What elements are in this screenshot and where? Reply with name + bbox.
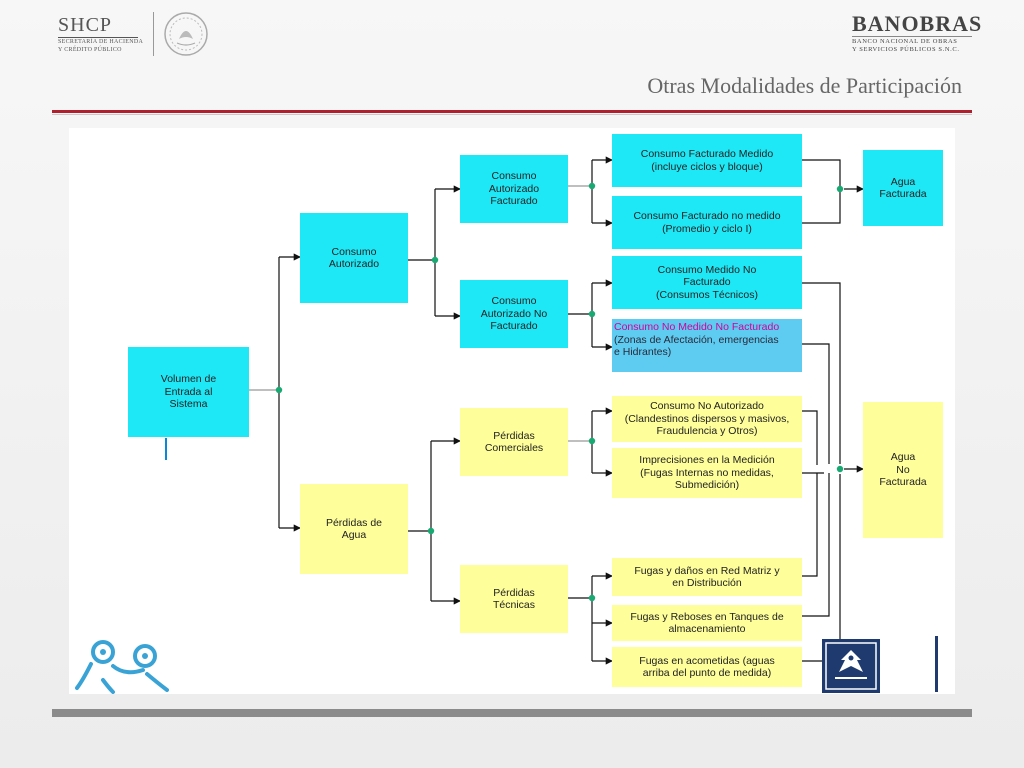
node-agua-no-facturada: Agua No Facturada	[863, 402, 943, 538]
header-divider	[153, 12, 154, 56]
node-consumo-facturado-medido: Consumo Facturado Medido (incluye ciclos…	[612, 134, 802, 187]
coat-of-arms-icon	[822, 639, 880, 693]
shcp-logo-text: SHCP	[58, 14, 113, 36]
junction-dots	[275, 182, 844, 602]
header: SHCP SECRETARÍA DE HACIENDA Y CRÉDITO PÚ…	[0, 0, 1024, 120]
volumen-tail-line	[165, 438, 167, 460]
node-perdidas-tecnicas: Pérdidas Técnicas	[460, 565, 568, 633]
diagram-connectors	[249, 156, 864, 665]
node-consumo-autorizado-facturado: Consumo Autorizado Facturado	[460, 155, 568, 223]
shcp-subtitle-line-2: Y CRÉDITO PÚBLICO	[58, 47, 122, 53]
crest-side-bar	[935, 636, 938, 692]
banobras-subtitle-line-2: Y SERVICIOS PÚBLICOS S.N.C.	[852, 46, 960, 53]
mexico-seal-icon	[164, 12, 208, 56]
shcp-logo-subtitle: SECRETARÍA DE HACIENDA Y CRÉDITO PÚBLICO	[58, 38, 148, 54]
shcp-subtitle-line-1: SECRETARÍA DE HACIENDA	[58, 39, 144, 45]
title-accent-rule	[52, 110, 972, 113]
banobras-logo-text: BANOBRAS	[852, 11, 983, 36]
footer-bar	[52, 709, 972, 717]
node-volumen-entrada: Volumen de Entrada al Sistema	[128, 347, 249, 437]
consumo-no-medido-detail: (Zonas de Afectación, emergencias e Hidr…	[614, 333, 779, 359]
node-perdidas-comerciales: Pérdidas Comerciales	[460, 408, 568, 476]
title-underline	[52, 114, 972, 115]
node-fugas-tanques: Fugas y Reboses en Tanques de almacenami…	[612, 605, 802, 641]
page-title: Otras Modalidades de Participación	[647, 73, 962, 98]
banobras-subtitle-line-1: BANCO NACIONAL DE OBRAS	[852, 38, 958, 45]
node-fugas-red-matriz: Fugas y daños en Red Matriz y en Distrib…	[612, 558, 802, 596]
water-balance-diagram: Volumen de Entrada al Sistema Consumo Au…	[69, 128, 955, 694]
node-imprecisiones-medicion: Imprecisiones en la Medición (Fugas Inte…	[612, 448, 802, 498]
frog-logo-icon	[75, 640, 169, 694]
shcp-logo-rule	[58, 37, 138, 38]
banobras-logo-rule	[852, 36, 972, 37]
node-consumo-facturado-no-medido: Consumo Facturado no medido (Promedio y …	[612, 196, 802, 249]
banobras-logo-subtitle: BANCO NACIONAL DE OBRAS Y SERVICIOS PÚBL…	[852, 38, 982, 54]
node-consumo-no-medido-no-facturado: Consumo No Medido No Facturado (Zonas de…	[612, 319, 802, 372]
node-consumo-autorizado: Consumo Autorizado	[300, 213, 408, 303]
node-consumo-autorizado-no-facturado: Consumo Autorizado No Facturado	[460, 280, 568, 348]
consumo-no-medido-title: Consumo No Medido No Facturado	[614, 321, 780, 333]
node-fugas-acometidas: Fugas en acometidas (aguas arriba del pu…	[612, 647, 802, 687]
node-perdidas-agua: Pérdidas de Agua	[300, 484, 408, 574]
node-consumo-no-autorizado: Consumo No Autorizado (Clandestinos disp…	[612, 396, 802, 442]
node-consumo-medido-no-facturado: Consumo Medido No Facturado (Consumos Té…	[612, 256, 802, 309]
node-agua-facturada: Agua Facturada	[863, 150, 943, 226]
